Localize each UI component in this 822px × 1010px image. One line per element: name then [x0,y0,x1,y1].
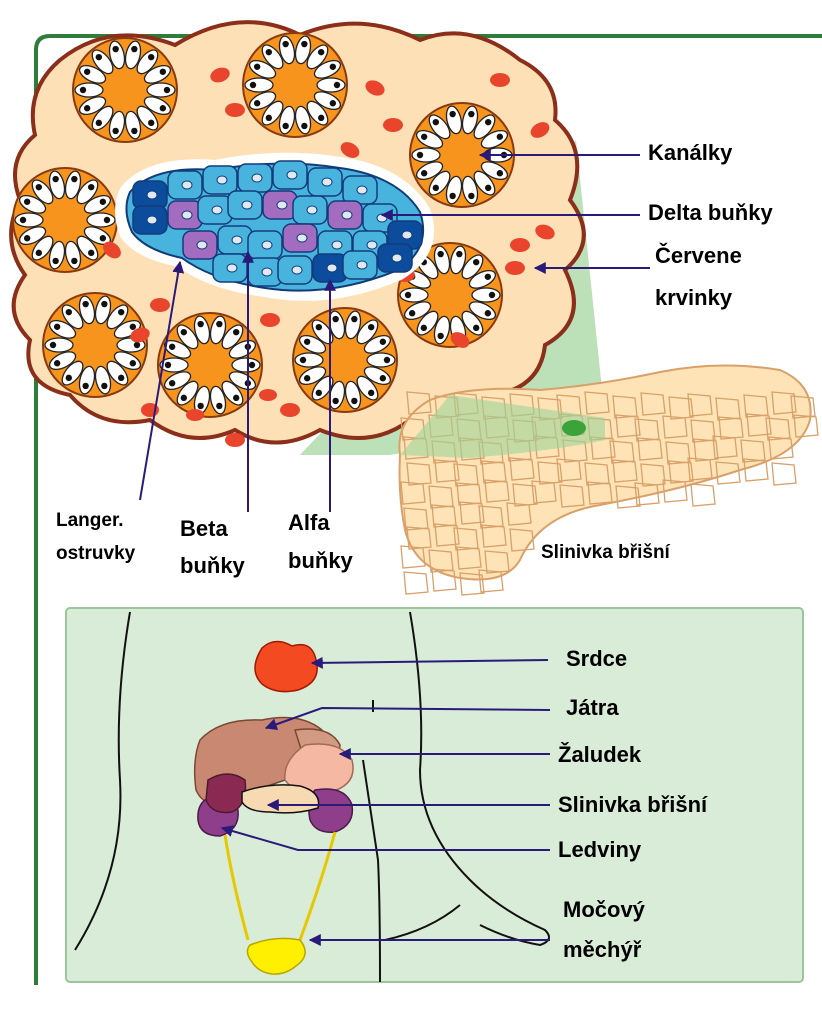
acinus [293,308,397,412]
label-alfa-line2: buňky [288,548,353,573]
label-beta-line1: Beta [180,516,228,541]
acinus [13,168,117,272]
label-beta-line2: buňky [180,553,245,578]
label-red-cells-line1: Červene [655,243,742,268]
label-stomach: Žaludek [558,742,641,767]
acinus [73,38,177,142]
label-bladder-line1: Močový [563,897,645,922]
label-liver: Játra [566,695,619,720]
label-kidneys: Ledviny [558,837,641,862]
heart-shape [255,641,317,691]
acinus [43,293,147,397]
label-red-cells-line2: krvinky [655,285,732,310]
label-pancreas-small: Slinivka břišní [558,792,707,817]
label-langer-line1: Langer. [56,510,124,532]
label-delta-cells: Delta buňky [648,200,773,225]
label-kanalky: Kanálky [648,140,732,165]
acinus [243,33,347,137]
label-heart: Srdce [566,646,627,671]
label-bladder-line2: měchýř [563,937,641,962]
label-alfa-line1: Alfa [288,510,330,535]
label-langer-line2: ostruvky [56,543,135,565]
label-pancreas: Slinivka břišní [541,542,670,564]
acinus [158,313,262,417]
pancreas-small [242,785,319,813]
